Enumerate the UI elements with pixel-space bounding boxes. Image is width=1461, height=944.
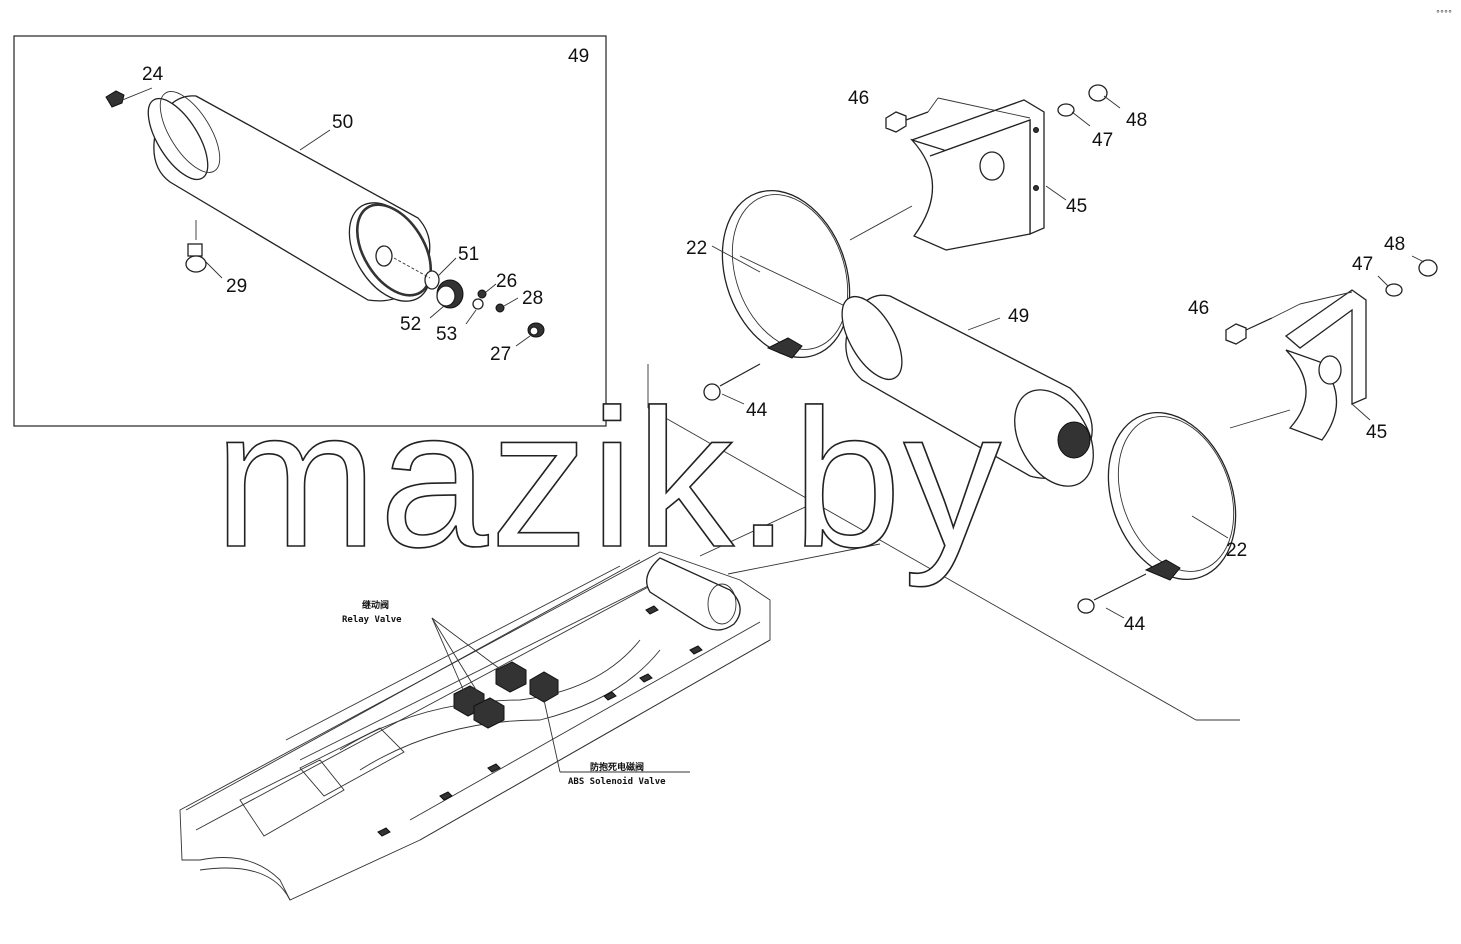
nut-48-lower xyxy=(1418,259,1438,277)
watermark: mazik.by xyxy=(214,369,1003,588)
abs-valve-cn: 防抱死电磁阀 xyxy=(590,761,644,773)
callout-45-upper: 45 xyxy=(1066,196,1087,217)
callout-49: 49 xyxy=(1008,306,1029,327)
relay-valve-en: Relay Valve xyxy=(342,615,402,625)
bracket-45-upper xyxy=(909,99,1045,251)
air-tank-49 xyxy=(841,294,1094,487)
callout-26: 26 xyxy=(496,271,517,292)
washer-47-lower xyxy=(1385,283,1403,297)
callout-52: 52 xyxy=(400,314,421,335)
callout-44-left: 44 xyxy=(746,400,768,421)
washer-53 xyxy=(472,298,484,310)
callout-48-lower: 48 xyxy=(1384,234,1405,255)
plug-52 xyxy=(436,279,464,309)
callout-46-lower: 46 xyxy=(1188,298,1209,319)
strap-22-right xyxy=(1107,411,1237,581)
abs-solenoid-valve xyxy=(529,671,559,703)
callout-47-upper: 47 xyxy=(1092,130,1113,151)
relay-valve-cn: 继动阀 xyxy=(362,599,389,611)
abs-valve-en: ABS Solenoid Valve xyxy=(568,776,666,787)
bolt-44-left xyxy=(703,363,761,401)
oring-51 xyxy=(424,270,440,290)
bolt-44-right xyxy=(1077,573,1147,614)
strap-22-left xyxy=(721,189,851,359)
callout-22-right: 22 xyxy=(1226,540,1247,561)
corner-mark: °°°° xyxy=(1436,9,1452,18)
callout-44-right: 44 xyxy=(1124,614,1146,635)
callout-53: 53 xyxy=(436,324,457,345)
nut-27 xyxy=(527,322,545,338)
bolt-46-upper xyxy=(885,111,929,133)
bolt-46-lower xyxy=(1225,317,1273,345)
callout-27: 27 xyxy=(490,344,511,365)
callout-46-upper: 46 xyxy=(848,88,869,109)
callout-45-lower: 45 xyxy=(1366,422,1387,443)
callout-22-left: 22 xyxy=(686,238,707,259)
fitting-24 xyxy=(105,87,153,108)
callout-28: 28 xyxy=(522,288,543,309)
air-tank-50 xyxy=(147,91,433,302)
nut-48-upper xyxy=(1088,84,1108,102)
callout-50: 50 xyxy=(332,112,353,133)
callout-51: 51 xyxy=(458,244,479,265)
relay-valve xyxy=(453,661,527,729)
part-28 xyxy=(495,303,505,313)
inset-label: 49 xyxy=(568,46,589,67)
drain-plug-29 xyxy=(185,243,207,273)
bracket-45-lower xyxy=(1284,289,1367,441)
callout-47-lower: 47 xyxy=(1352,254,1373,275)
chassis-frame xyxy=(179,551,771,901)
callout-24: 24 xyxy=(142,64,164,85)
part-26 xyxy=(477,289,487,299)
washer-47-upper xyxy=(1057,103,1075,117)
callout-48-upper: 48 xyxy=(1126,110,1147,131)
callout-29: 29 xyxy=(226,276,247,297)
inset-panel: 49 xyxy=(13,35,607,427)
